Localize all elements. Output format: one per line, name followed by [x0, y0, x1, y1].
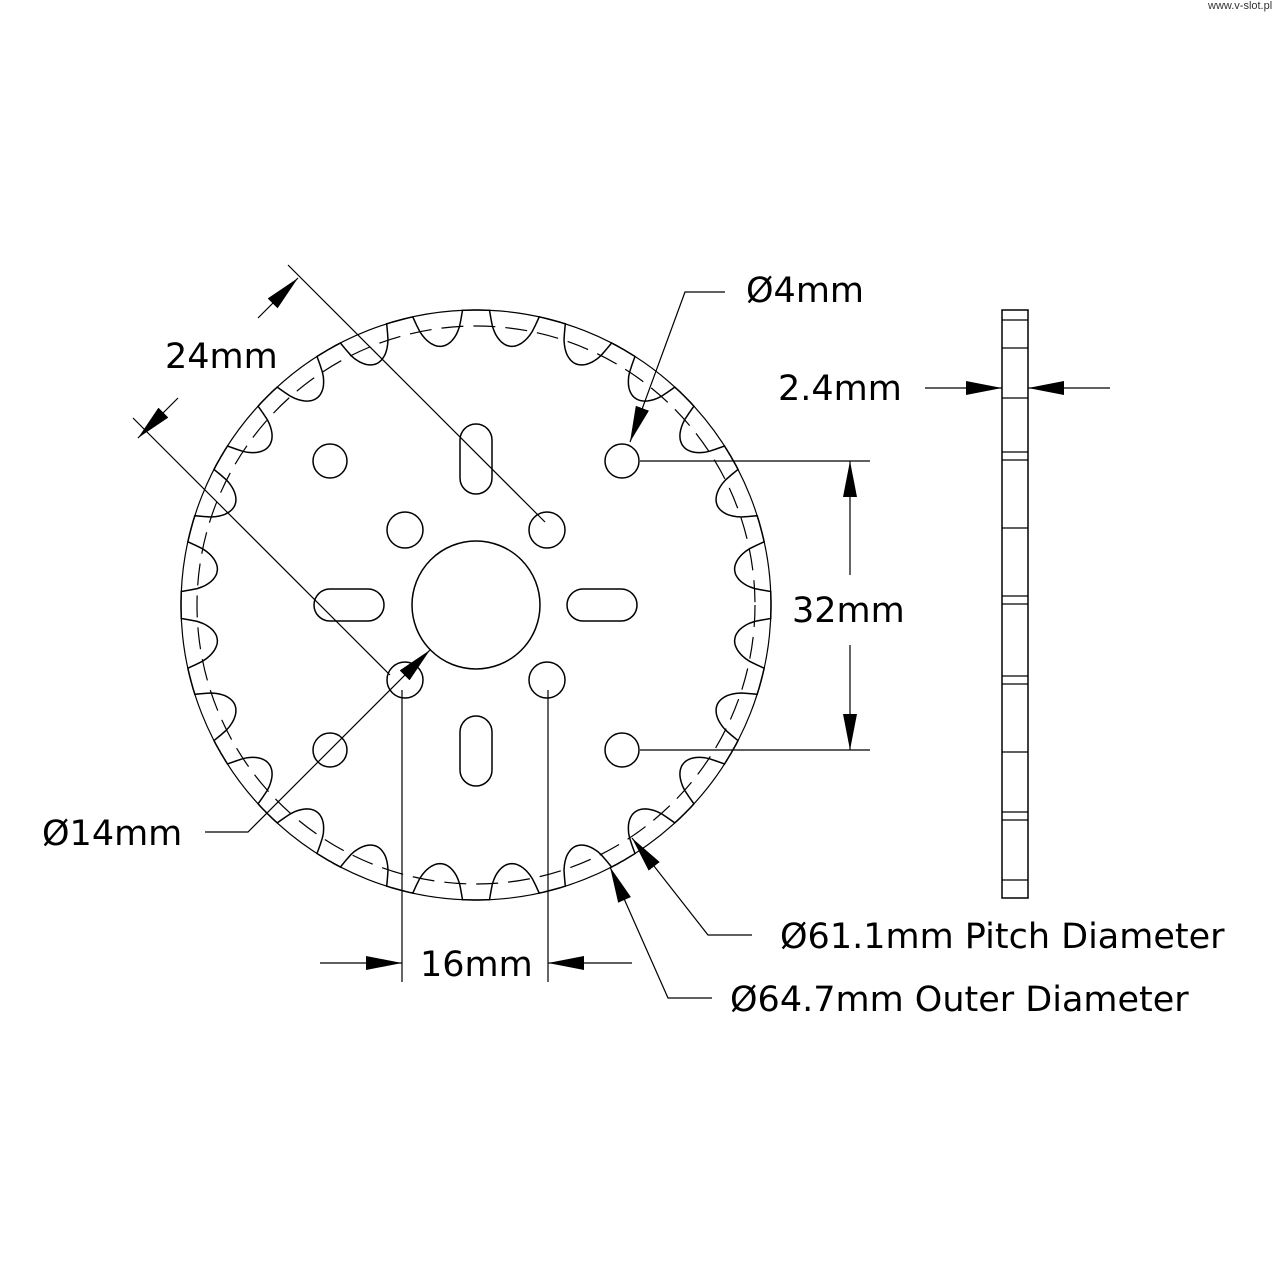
- inner-hole: [528, 661, 566, 699]
- mount-hole: [312, 732, 348, 768]
- dimension-label-2-4mm: 2.4mm: [778, 369, 902, 409]
- sprocket-tooth-profile: [180, 309, 772, 901]
- mount-hole: [604, 443, 640, 479]
- sprocket-front-view: [180, 309, 772, 901]
- center-bore: [411, 540, 541, 670]
- inner-hole: [386, 511, 424, 549]
- slot-bottom: [459, 715, 493, 787]
- dimension-label-16mm: 16mm: [420, 945, 533, 985]
- dimension-label-4mm: Ø4mm: [746, 271, 864, 311]
- inner-hole: [386, 661, 424, 699]
- dimension-label-24mm: 24mm: [165, 337, 278, 377]
- dimension-outer-diameter: Ø64.7mm Outer Diameter: [609, 866, 1189, 1020]
- dimension-32mm: 32mm: [640, 460, 905, 751]
- inner-hole: [528, 511, 566, 549]
- slot-left: [313, 588, 385, 622]
- sprocket-side-view: [1001, 309, 1029, 899]
- dimension-bore: Ø14mm: [42, 649, 431, 854]
- dimension-hole-4mm: Ø4mm: [629, 271, 864, 443]
- pitch-diameter-circle: [196, 325, 756, 885]
- mount-hole: [604, 732, 640, 768]
- mount-hole: [312, 443, 348, 479]
- dimension-label-pitch-diameter: Ø61.1mm Pitch Diameter: [780, 917, 1225, 957]
- slot-right: [566, 588, 638, 622]
- dimension-thickness: 2.4mm: [778, 369, 1110, 409]
- slot-top: [459, 423, 493, 495]
- dimension-label-32mm: 32mm: [792, 591, 905, 631]
- dimension-pitch-diameter: Ø61.1mm Pitch Diameter: [631, 837, 1225, 957]
- watermark: www.v-slot.pl: [1207, 0, 1272, 12]
- dimension-label-14mm: Ø14mm: [42, 814, 182, 854]
- outer-diameter-circle: [180, 309, 772, 901]
- dimension-label-outer-diameter: Ø64.7mm Outer Diameter: [730, 980, 1189, 1020]
- dimension-16mm: 16mm: [320, 690, 632, 985]
- dimension-24mm: 24mm: [132, 264, 546, 676]
